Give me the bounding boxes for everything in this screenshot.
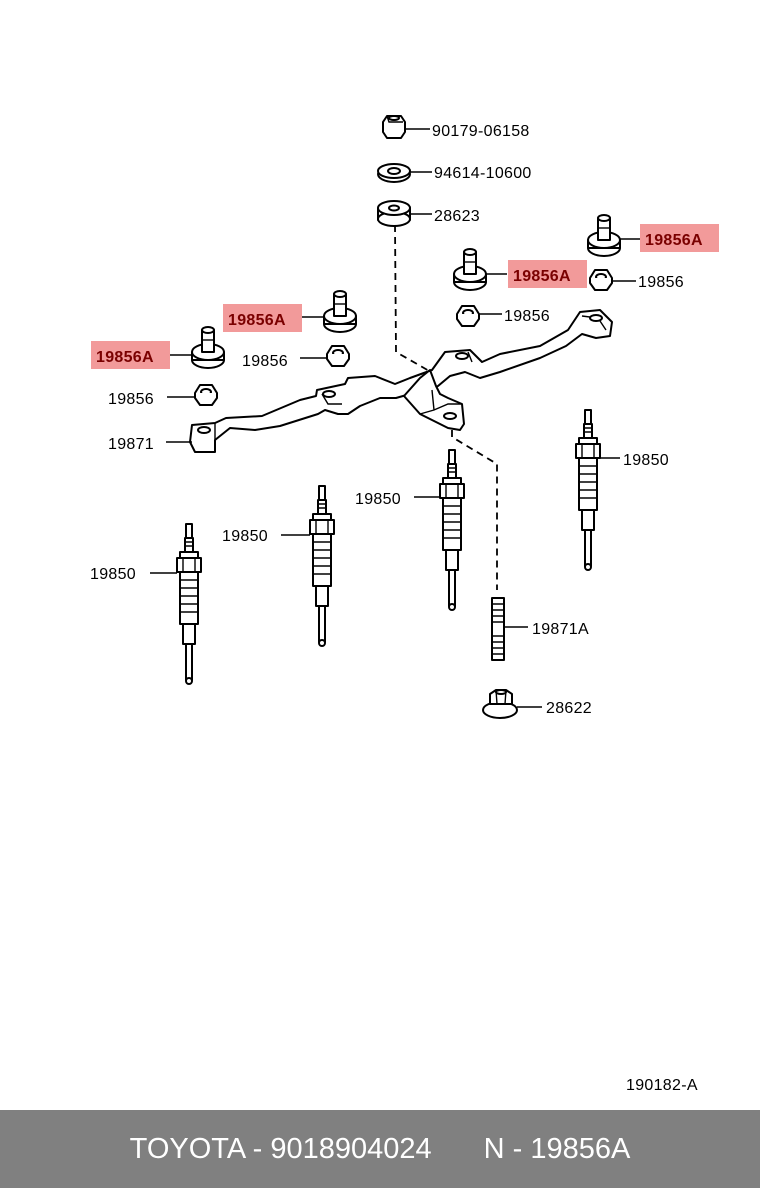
label-19856-left: 19856	[242, 353, 288, 370]
terminal-nut-19856A-mid	[453, 248, 487, 291]
label-94614-10600: 94614-10600	[434, 165, 532, 182]
glow-plug-19850-left	[309, 485, 335, 647]
label-19871: 19871	[108, 436, 154, 453]
diagram-reference: 190182-A	[626, 1077, 698, 1094]
bus-bar-19871	[189, 309, 613, 453]
highlight-19856A-mid	[508, 260, 587, 288]
nut-28622	[482, 689, 518, 719]
footer-bar: TOYOTA - 9018904024 N - 19856A	[0, 1110, 760, 1188]
label-19850-far-left: 19850	[90, 566, 136, 583]
glow-plug-19850-far-left	[176, 523, 202, 685]
spacer-28623	[377, 200, 411, 227]
highlight-19856A-left	[223, 304, 302, 332]
footer-brand-part: TOYOTA - 9018904024	[129, 1132, 432, 1165]
nut-90179-06158	[382, 115, 406, 139]
stud-19871A	[491, 597, 505, 661]
nut-19856-mid	[456, 305, 480, 327]
label-19856-mid: 19856	[504, 308, 550, 325]
nut-19856-left	[326, 345, 350, 367]
label-19856-far-left: 19856	[108, 391, 154, 408]
label-19856-right: 19856	[638, 274, 684, 291]
leader-lines	[150, 128, 641, 708]
terminal-nut-19856A-far-left	[191, 326, 225, 369]
highlight-19856A-far-left	[91, 341, 170, 369]
label-19850-mid: 19850	[355, 491, 401, 508]
highlight-19856A-right	[640, 224, 719, 252]
assembly-line-bottom	[451, 430, 498, 590]
footer-reference: N - 19856A	[483, 1132, 631, 1165]
label-19856A-left: 19856A	[228, 312, 286, 329]
washer-94614-10600	[377, 163, 411, 183]
glow-plug-19850-right	[575, 409, 601, 571]
nut-19856-right	[589, 269, 613, 291]
assembly-line-top	[394, 224, 439, 377]
label-19850-right: 19850	[623, 452, 669, 469]
label-28622: 28622	[546, 700, 592, 717]
label-19856A-mid: 19856A	[513, 268, 571, 285]
parts-diagram: 90179-06158 94614-10600 28623 19856A 198…	[90, 115, 719, 1094]
label-19856A-right: 19856A	[645, 232, 703, 249]
label-19850-left: 19850	[222, 528, 268, 545]
label-19871A: 19871A	[532, 621, 589, 638]
glow-plug-19850-mid	[439, 449, 465, 611]
terminal-nut-19856A-right	[587, 214, 621, 257]
label-90179-06158: 90179-06158	[432, 123, 530, 140]
terminal-nut-19856A-left	[323, 290, 357, 333]
nut-19856-far-left	[194, 384, 218, 406]
label-19856A-far-left: 19856A	[96, 349, 154, 366]
label-28623: 28623	[434, 208, 480, 225]
